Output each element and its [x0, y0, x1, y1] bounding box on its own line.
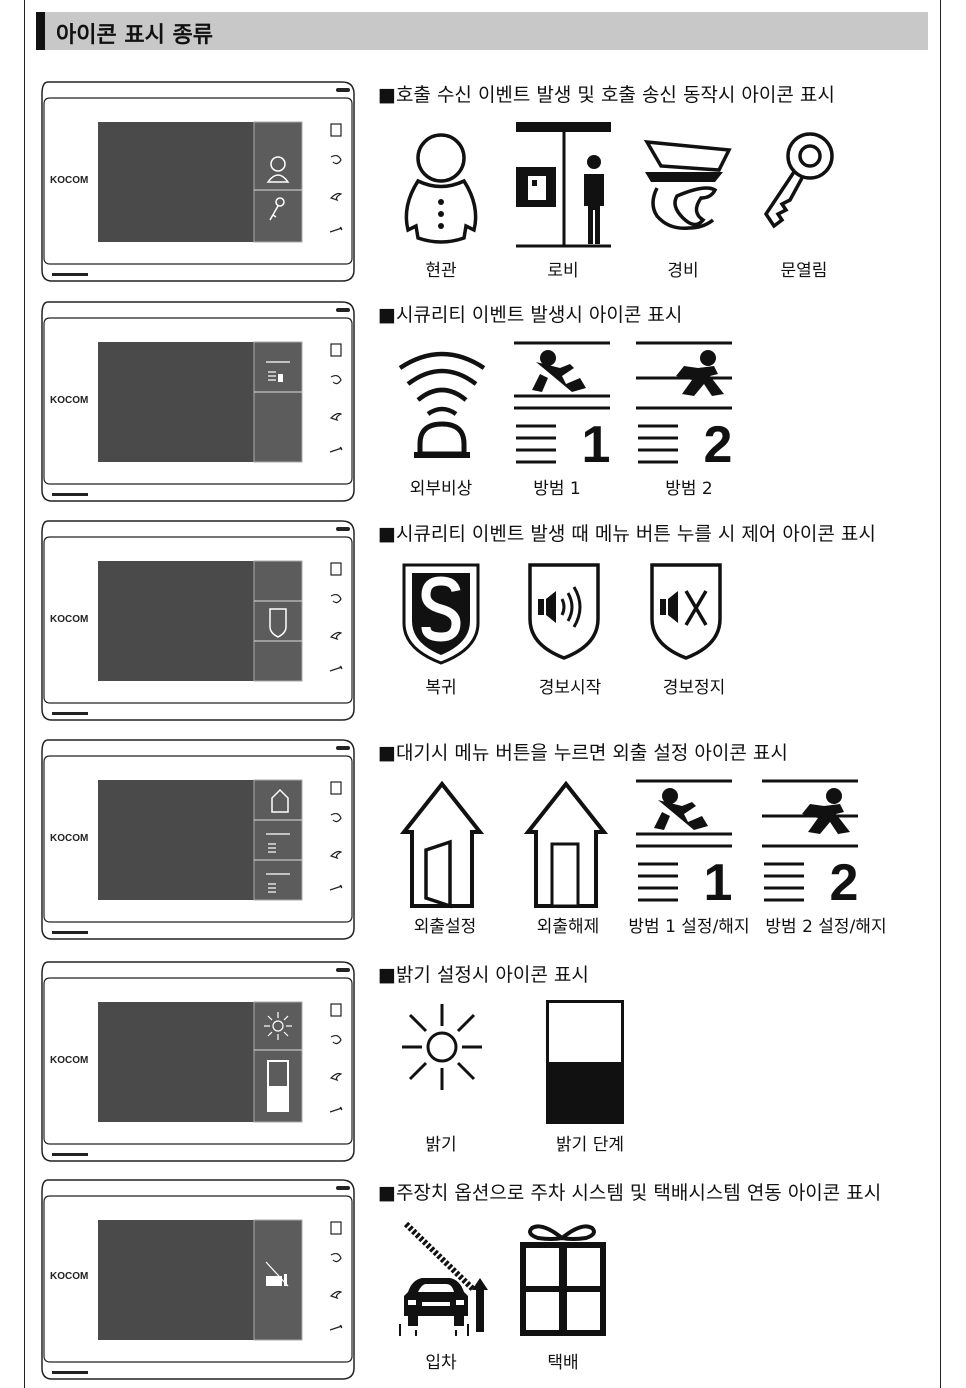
shield-speaker-icon [528, 563, 600, 660]
emergency-alarm-icon [398, 351, 486, 458]
sun-icon [402, 1004, 482, 1090]
section-title: ■시큐리티 이벤트 발생 때 메뉴 버튼 누를 시 제어 아이콘 표시 [378, 523, 876, 545]
key-icon [763, 132, 834, 229]
monitor-device [41, 739, 355, 940]
icon-label: 외출설정 [413, 917, 477, 937]
icon-label: 방범 1 설정/해지 [628, 917, 750, 937]
monitor-device [41, 961, 355, 1162]
icon-label: 방범 1 [533, 479, 581, 499]
icon-label: 경비 [667, 261, 699, 281]
intruder-number: 1 [704, 854, 733, 906]
parcel-gift-icon [520, 1224, 606, 1336]
intruder-number: 2 [704, 416, 733, 468]
section-control-icons: ■시큐리티 이벤트 발생 때 메뉴 버튼 누를 시 제어 아이콘 표시 복귀 경… [0, 519, 966, 729]
brightness-level-icon [546, 1000, 624, 1124]
icon-label: 밝기 [425, 1135, 457, 1155]
section-brightness-icons: ■밝기 설정시 아이콘 표시 밝기 밝기 단계 [0, 960, 966, 1170]
page-frame [24, 0, 941, 1388]
intruder-number: 2 [830, 854, 859, 906]
section-title: ■주장치 옵션으로 주차 시스템 및 택배시스템 연동 아이콘 표시 [378, 1182, 882, 1204]
page-title: 아이콘 표시 종류 [56, 23, 213, 48]
icon-label: 밝기 단계 [556, 1135, 624, 1155]
intruder-1-icon: 1 [514, 341, 611, 468]
icon-label: 로비 [547, 261, 579, 281]
monitor-device [41, 1179, 355, 1380]
section-header: 아이콘 표시 종류 [36, 12, 928, 50]
icon-label: 입차 [425, 1353, 457, 1373]
device-brand: KOCOM [50, 175, 89, 186]
person-icon [404, 133, 478, 244]
house-away-release-icon [524, 780, 608, 908]
icon-label: 외출해제 [536, 917, 600, 937]
icon-label: 경보시작 [538, 678, 602, 698]
section-title: ■호출 수신 이벤트 발생 및 호출 송신 동작시 아이콘 표시 [378, 84, 835, 106]
house-away-set-icon [400, 780, 484, 909]
parking-car-icon [399, 1221, 488, 1336]
shield-mute-icon [650, 563, 722, 660]
intruder-2-icon: 2 [636, 341, 733, 468]
icon-label: 경보정지 [662, 678, 726, 698]
icon-label: 외부비상 [409, 479, 473, 499]
intruder-2-icon: 2 [762, 779, 859, 906]
section-parking-parcel-icons: ■주장치 옵션으로 주차 시스템 및 택배시스템 연동 아이콘 표시 입차 택배 [0, 1178, 966, 1388]
header-accent-bar [36, 12, 45, 50]
icon-label: 현관 [425, 261, 457, 281]
section-title: ■대기시 메뉴 버튼을 누르면 외출 설정 아이콘 표시 [378, 742, 788, 764]
monitor-device [41, 81, 355, 282]
device-brand: KOCOM [50, 395, 89, 406]
shield-s-icon [402, 563, 480, 665]
section-away-icons: ■대기시 메뉴 버튼을 누르면 외출 설정 아이콘 표시 외출설정 외출해제 1… [0, 738, 966, 948]
intruder-number: 1 [582, 416, 611, 468]
lobby-icon [516, 122, 611, 248]
section-title: ■시큐리티 이벤트 발생시 아이콘 표시 [378, 304, 683, 326]
monitor-device [41, 301, 355, 502]
device-brand: KOCOM [50, 1271, 89, 1282]
icon-label: 택배 [547, 1353, 579, 1373]
section-security-icons: ■시큐리티 이벤트 발생시 아이콘 표시 외부비상 1 방범 1 2 방범 2 [0, 300, 966, 510]
icon-label: 방범 2 [665, 479, 713, 499]
device-brand: KOCOM [50, 833, 89, 844]
monitor-device [41, 520, 355, 721]
icon-label: 문열림 [780, 261, 828, 281]
section-call-icons: ■호출 수신 이벤트 발생 및 호출 송신 동작시 아이콘 표시 현관 로비 경… [0, 80, 966, 290]
guard-icon [643, 139, 732, 230]
icon-label: 방범 2 설정/해지 [765, 917, 887, 937]
section-title: ■밝기 설정시 아이콘 표시 [378, 964, 589, 986]
device-brand: KOCOM [50, 1055, 89, 1066]
intruder-1-icon: 1 [636, 779, 733, 906]
device-brand: KOCOM [50, 614, 89, 625]
icon-label: 복귀 [425, 678, 457, 698]
